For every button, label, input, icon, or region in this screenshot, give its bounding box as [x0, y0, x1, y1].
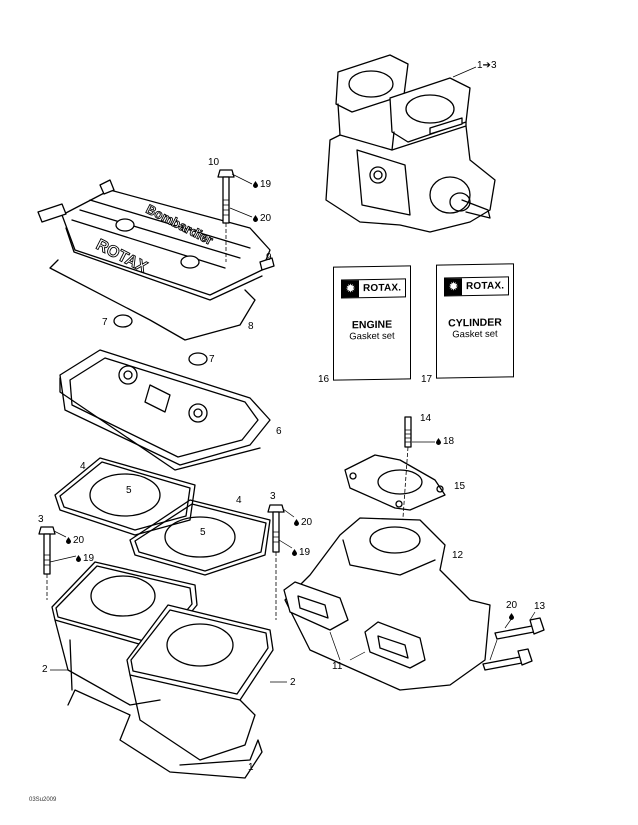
drop-icon: [436, 438, 441, 445]
callout-10: 10: [208, 157, 220, 168]
exhaust-manifold-12: [284, 517, 491, 691]
drop-icon: [253, 215, 258, 222]
screws-13: [482, 617, 545, 671]
drop-icon: [294, 519, 299, 526]
screw-3-left: [38, 526, 56, 600]
callout-1-to-3: 1➔3: [477, 60, 497, 71]
drop-icon: [66, 537, 71, 544]
callout-16: 16: [318, 374, 330, 385]
rotax-logo: ✹ ROTAX.: [341, 278, 407, 299]
callout-19-lubricant: 19: [253, 180, 271, 190]
exhaust-manifold-gaskets-11: [283, 581, 426, 669]
callout-2: 2: [290, 677, 296, 688]
callout-20-lubricant: 20: [253, 214, 271, 224]
callout-5: 5: [200, 527, 206, 538]
screw-3-right: [267, 504, 285, 620]
booklet-subtitle: Gasket set: [452, 328, 498, 341]
engine-gasket-set-booklet: ✹ ROTAX. ENGINE Gasket set: [333, 265, 411, 381]
drop-icon: [253, 181, 258, 188]
callout-13: 13: [534, 601, 546, 612]
callout-5: 5: [126, 485, 132, 496]
o-ring-7b: [188, 352, 208, 366]
callout-11: 11: [332, 661, 343, 672]
callout-12: 12: [452, 550, 464, 561]
screw-10: [217, 169, 235, 262]
head-cover-gasket: [49, 259, 256, 341]
callout-7: 7: [102, 317, 108, 328]
cylinder-gasket-set-booklet: ✹ ROTAX. CYLINDER Gasket set: [436, 263, 514, 379]
callout-19-lubricant: 19: [292, 548, 310, 558]
callout-17: 17: [421, 374, 433, 385]
callout-20-lubricant: 20: [66, 536, 84, 546]
drop-icon: [509, 613, 514, 620]
callout-20-lubricant: 20: [294, 518, 312, 528]
callout-3: 3: [38, 514, 44, 525]
cylinder-head-cover: Bombardier ROTAX: [37, 179, 275, 301]
callout-6: 6: [276, 426, 282, 437]
rotax-logo: ✹ ROTAX.: [444, 276, 510, 297]
booklet-subtitle: Gasket set: [349, 330, 395, 343]
callout-14: 14: [420, 413, 432, 424]
drawing-code: 03Su2009: [29, 797, 57, 803]
callout-3: 3: [270, 491, 276, 502]
gear-logo-icon: ✹: [342, 280, 359, 298]
cylinder-right: [126, 604, 274, 761]
callout-4: 4: [236, 495, 242, 506]
engine-assembly: [325, 54, 496, 233]
callout-7: 7: [209, 354, 215, 365]
cylinder-head-gasket-a: [54, 457, 196, 536]
gear-logo-icon: ✹: [445, 278, 462, 296]
callout-9: 9: [266, 252, 272, 263]
cylinder-head: [59, 349, 271, 471]
drop-icon: [76, 555, 81, 562]
cylinder-base-gasket: [67, 689, 263, 779]
cylinder-head-gasket-b: [129, 499, 271, 576]
drop-icon: [292, 549, 297, 556]
o-ring-7a: [113, 314, 133, 328]
callout-19-lubricant: 19: [76, 554, 94, 564]
exhaust-flange-gasket-15: [344, 454, 446, 511]
callout-2: 2: [42, 664, 48, 675]
callout-8: 8: [248, 321, 254, 332]
callout-4: 4: [80, 461, 86, 472]
callout-18-lubricant: 18: [436, 437, 454, 447]
callout-20-lubricant-over-drop: 20: [506, 600, 518, 611]
stud-14: [399, 416, 412, 561]
callout-15: 15: [454, 481, 466, 492]
callout-1: 1: [248, 762, 254, 773]
